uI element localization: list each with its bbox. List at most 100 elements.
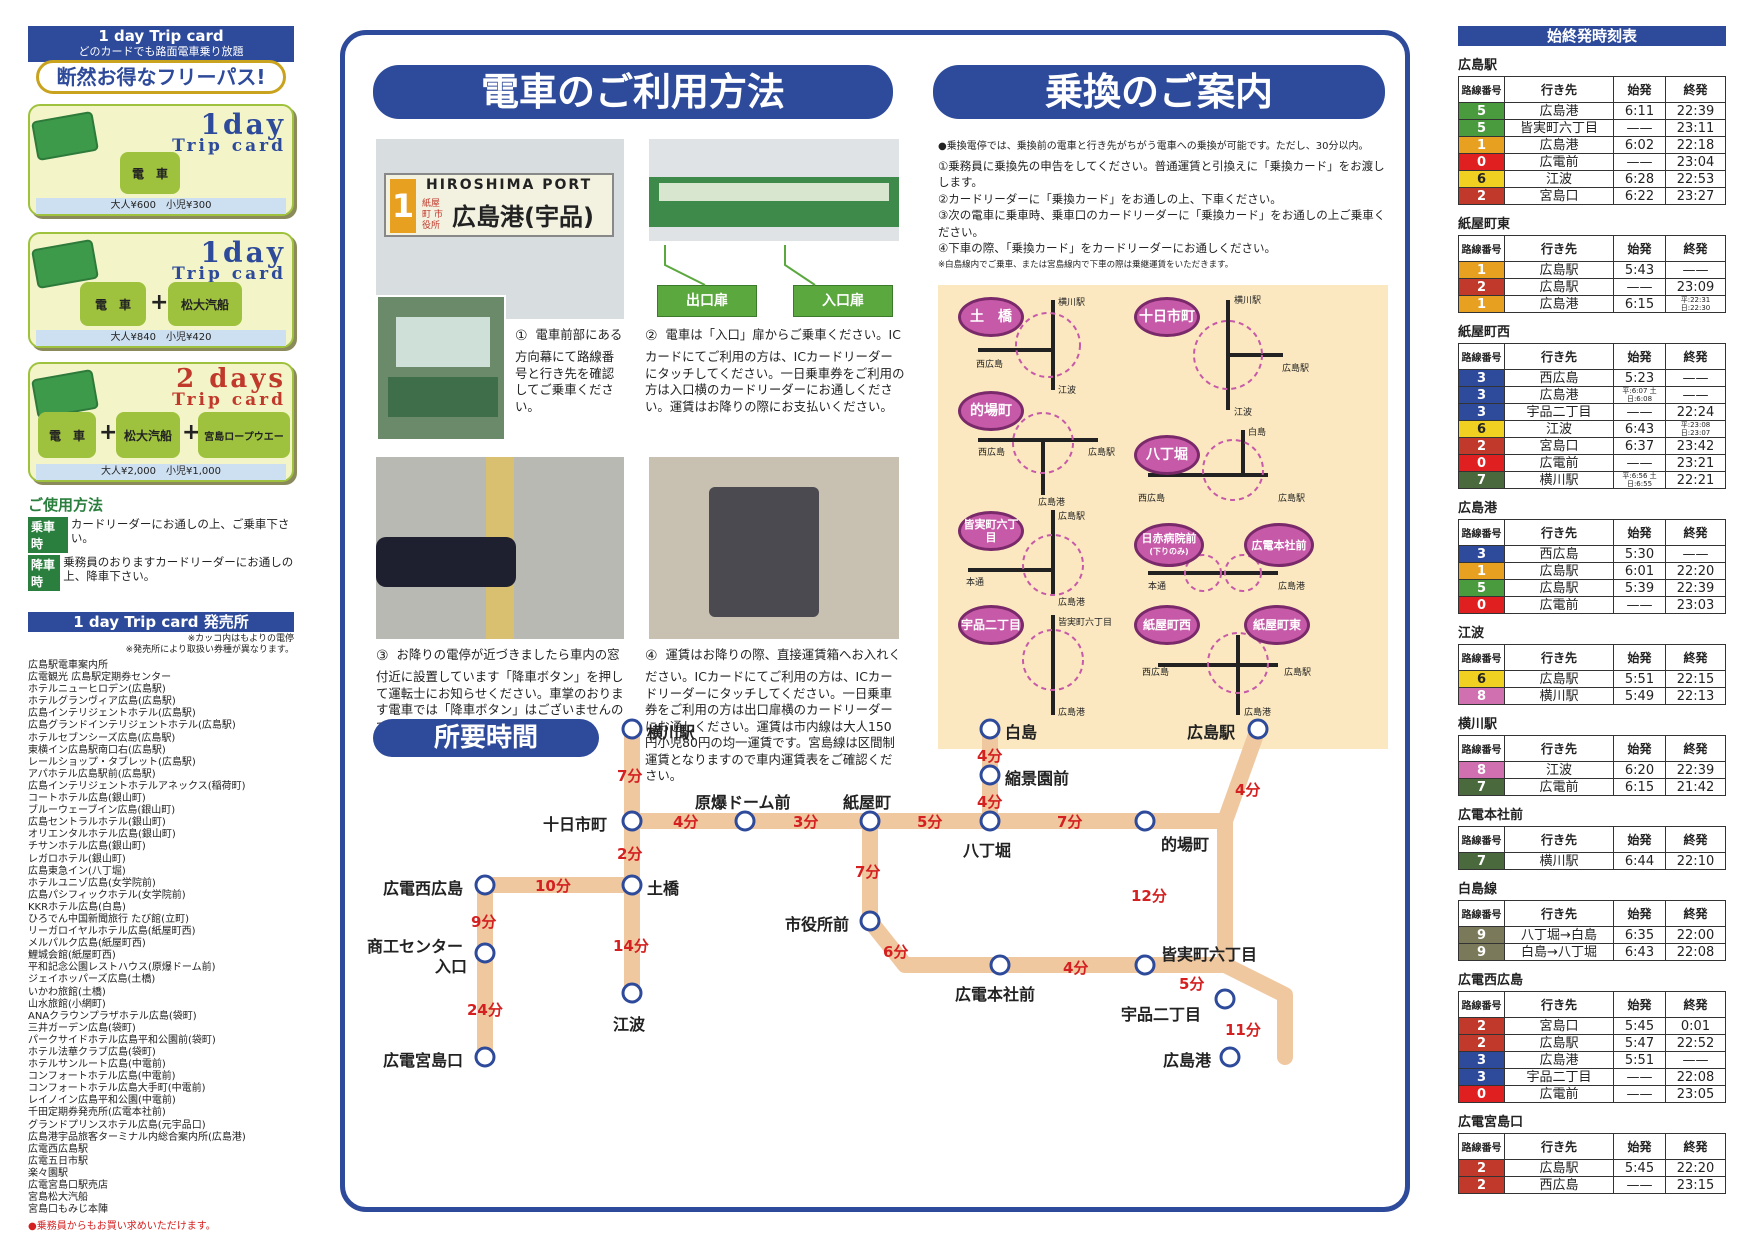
timetable-column-header: 路線番号 xyxy=(1458,76,1505,103)
timetable-column-header: 路線番号 xyxy=(1458,519,1505,546)
destination: 西広島 xyxy=(1504,545,1614,563)
timetable-column-header: 路線番号 xyxy=(1458,235,1505,262)
shop-item: オリエンタルホテル広島(銀山町) xyxy=(28,829,176,841)
trip-card-header: 1 day Trip card どのカードでも路面電車乗り放題 xyxy=(28,26,294,62)
first-departure: 6:44 xyxy=(1613,852,1666,870)
shop-item: 広電観光 広島駅定期券センター xyxy=(28,672,172,684)
usage-section: ご使用方法 乗車時 カードリーダーにお通しの上、ご乗車下さい。 降車時 乗務員の… xyxy=(28,494,298,591)
last-departure: —— xyxy=(1665,386,1726,404)
travel-time-banner: 所要時間 xyxy=(373,719,599,757)
first-departure: 6:35 xyxy=(1613,926,1666,944)
route-number: 5 xyxy=(1458,102,1505,120)
timetable-section-title: 白島線 xyxy=(1458,882,1498,897)
first-departure: 平:6:07 土日:6:08 xyxy=(1613,386,1666,404)
direction-label: 本通 xyxy=(1148,582,1167,592)
usage-title: ご使用方法 xyxy=(28,496,104,514)
direction-label: 江波 xyxy=(1234,408,1253,418)
first-departure: 5:49 xyxy=(1613,687,1666,705)
card-title: 2 days xyxy=(176,364,286,394)
tram-window xyxy=(396,317,490,367)
transfer-stop-dobashi: 土 橋 xyxy=(958,297,1024,337)
first-departure: —— xyxy=(1613,403,1666,421)
route-number: 6 xyxy=(1458,170,1505,188)
step-text: 電車は「入口」扉からご乗車ください。ICカードにてご利用の方は、ICカードリーダ… xyxy=(645,327,905,414)
minutes-label: 7分 xyxy=(617,767,643,785)
destination: 広島港 xyxy=(1504,1051,1614,1069)
destination: 宮島口 xyxy=(1504,187,1614,205)
destination: 江波 xyxy=(1504,761,1614,779)
first-departure: 5:45 xyxy=(1613,1017,1666,1035)
main-panel: 電車のご利用方法 乗換のご案内 1 HIROSHIMA PORT 紙屋町 市役所… xyxy=(340,30,1410,1212)
timetable-header-row: 路線番号行き先始発終発 xyxy=(1458,644,1726,671)
last-departure: 22:39 xyxy=(1665,761,1726,779)
first-departure: 5:43 xyxy=(1613,261,1666,279)
timetable-column-header: 路線番号 xyxy=(1458,343,1505,370)
tram-body xyxy=(388,377,498,417)
last-departure: 23:03 xyxy=(1665,596,1726,614)
transfer-stops-map: 土 橋 十日市町 的場町 八丁堀 皆実町六丁目 日赤病院前 (下りのみ) 広電本… xyxy=(938,285,1388,749)
last-departure: 21:42 xyxy=(1665,778,1726,796)
route-number: 1 xyxy=(1458,295,1505,313)
destination: 西広島 xyxy=(1504,369,1614,387)
station-eba: 江波 xyxy=(613,1015,646,1034)
timetable-column-header: 始発 xyxy=(1613,343,1666,370)
timetable-column-header: 始発 xyxy=(1613,76,1666,103)
timetable-section-title: 広電本社前 xyxy=(1458,808,1524,823)
destination: 広島駅 xyxy=(1504,278,1614,296)
timetable-column-header: 行き先 xyxy=(1504,991,1614,1018)
tram-windows xyxy=(659,183,889,201)
timetable-section-title: 紙屋町東 xyxy=(1458,217,1511,232)
door-pointer-lines xyxy=(664,245,816,286)
timetable-column-header: 始発 xyxy=(1613,235,1666,262)
transfer-stop-ujina2: 宇品二丁目 xyxy=(958,605,1024,645)
trip-card-header-sub: どのカードでも路面電車乗り放題 xyxy=(78,45,244,58)
minutes-label: 14分 xyxy=(613,937,649,955)
last-departure: —— xyxy=(1665,261,1726,279)
timetable-column-header: 始発 xyxy=(1613,735,1666,762)
boarding-row: 乗車時 カードリーダーにお通しの上、ご乗車下さい。 xyxy=(28,517,298,553)
route-number: 0 xyxy=(1458,596,1505,614)
route-number: 9 xyxy=(1458,943,1505,961)
last-departure: 22:10 xyxy=(1665,852,1726,870)
step-2: ② 電車は「入口」扉からご乗車ください。ICカードにてご利用の方は、ICカードリ… xyxy=(645,327,905,415)
route-number: 3 xyxy=(1458,369,1505,387)
fare-box-photo xyxy=(649,457,899,639)
route-number: 0 xyxy=(1458,153,1505,171)
route-map-lines xyxy=(474,718,1293,1068)
shop-item: レガロホテル(銀山町) xyxy=(28,853,126,865)
shop-item: レールショップ・タブレット(広島駅) xyxy=(28,756,196,768)
last-departure: 0:01 xyxy=(1665,1017,1726,1035)
transfer-item: ②カードリーダーに「乗換カード」をお通しの上、下車ください。 xyxy=(938,191,1282,206)
route-number: 7 xyxy=(1458,852,1505,870)
direction-label: 広島港 xyxy=(1058,708,1086,718)
shop-item: ANAクラウンプラザホテル広島(袋町) xyxy=(28,1010,197,1022)
last-departure: 23:11 xyxy=(1665,119,1726,137)
destination: 広電前 xyxy=(1504,454,1614,472)
timetable-column-header: 路線番号 xyxy=(1458,900,1505,927)
direction-label: 広島駅 xyxy=(1088,448,1116,458)
shop-item: 宮島松大汽船 xyxy=(28,1192,88,1204)
timetable-header-row: 路線番号行き先始発終発 xyxy=(1458,991,1726,1018)
card-subtitle: Trip card xyxy=(172,264,286,284)
card-title: 1day xyxy=(200,236,286,269)
route-number: 3 xyxy=(1458,403,1505,421)
last-departure: 22:53 xyxy=(1665,170,1726,188)
last-departure: 23:21 xyxy=(1665,454,1726,472)
card-item-ferry: 松大汽船 xyxy=(168,282,242,326)
route-number: 1 xyxy=(1458,261,1505,279)
timetable-column-header: 終発 xyxy=(1665,519,1726,546)
transfer-stop-tokaichi: 十日市町 xyxy=(1134,297,1200,337)
station-hakushima: 白島 xyxy=(1005,723,1038,742)
